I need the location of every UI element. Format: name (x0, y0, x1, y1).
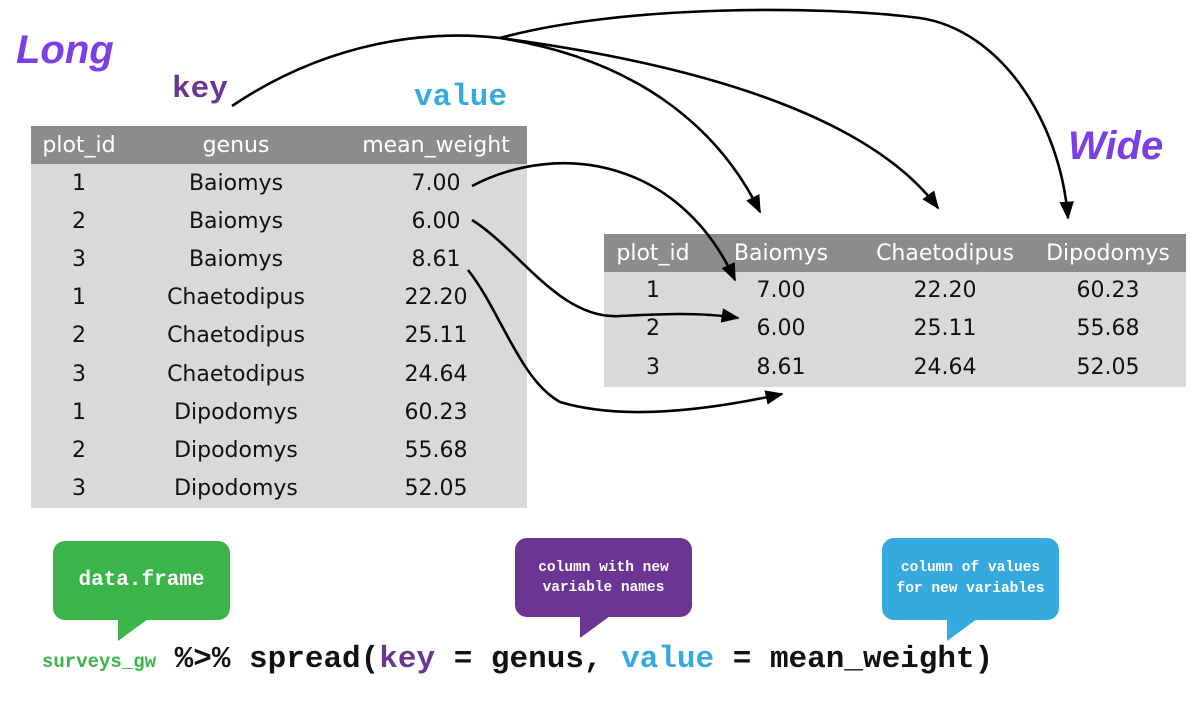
wide-header-plot-id: plot_id (604, 234, 702, 272)
cell-genus: Baiomys (127, 202, 345, 241)
cell-baiomys: 6.00 (702, 309, 860, 347)
cell-genus: Baiomys (127, 240, 345, 279)
cell-chaetodipus: 24.64 (860, 347, 1030, 387)
cell-plot-id: 2 (31, 316, 127, 355)
value-description-bubble: column of values for new variables (882, 538, 1059, 620)
code-value-keyword: value (621, 642, 715, 677)
code-pipe: %>% (156, 642, 250, 677)
cell-plot-id: 3 (31, 469, 127, 508)
cell-genus: Chaetodipus (127, 278, 345, 317)
wide-header-chaetodipus: Chaetodipus (860, 234, 1030, 272)
cell-plot-id: 1 (31, 278, 127, 317)
cell-genus: Dipodomys (127, 469, 345, 508)
cell-genus: Chaetodipus (127, 354, 345, 394)
long-header-mean-weight: mean_weight (345, 126, 527, 164)
cell-mean-weight: 52.05 (345, 469, 527, 508)
code-function-open: spread( (249, 642, 380, 677)
cell-plot-id: 1 (604, 272, 702, 310)
cell-chaetodipus: 22.20 (860, 272, 1030, 310)
key-to-dipodomys-header-arrow (499, 8, 1074, 220)
key-to-chaetodipus-header-arrow (499, 36, 940, 210)
cell-mean-weight: 25.11 (345, 316, 527, 355)
cell-genus: Chaetodipus (127, 316, 345, 355)
cell-plot-id: 3 (604, 347, 702, 387)
cell-mean-weight: 55.68 (345, 431, 527, 470)
cell-plot-id: 1 (31, 164, 127, 203)
key-description-bubble: column with new variable names (515, 538, 692, 617)
wide-title: Wide (1068, 124, 1164, 168)
cell-mean-weight: 22.20 (345, 278, 527, 317)
long-header-genus: genus (127, 126, 345, 164)
cell-plot-id: 2 (604, 309, 702, 347)
cell-dipodomys: 60.23 (1030, 272, 1186, 310)
long-title: Long (16, 28, 114, 72)
cell-genus: Dipodomys (127, 431, 345, 470)
value-description-bubble-tail (947, 619, 977, 641)
cell-plot-id: 1 (31, 393, 127, 432)
key-description-bubble-tail (580, 616, 610, 638)
cell-plot-id: 3 (31, 354, 127, 394)
long-table-header-row: plot_id genus mean_weight (31, 126, 527, 164)
value-label: value (414, 80, 508, 115)
wide-header-baiomys: Baiomys (702, 234, 860, 272)
cell-genus: Baiomys (127, 164, 345, 203)
data-frame-bubble-tail (118, 619, 148, 641)
cell-plot-id: 2 (31, 431, 127, 470)
cell-baiomys: 8.61 (702, 347, 860, 387)
cell-chaetodipus: 25.11 (860, 309, 1030, 347)
wide-table-header-row: plot_id Baiomys Chaetodipus Dipodomys (604, 234, 1186, 272)
cell-mean-weight: 60.23 (345, 393, 527, 432)
code-dataframe-name: surveys_gw (42, 651, 157, 673)
cell-plot-id: 2 (31, 202, 127, 241)
code-value-assignment: = mean_weight) (714, 642, 994, 677)
cell-mean-weight: 6.00 (345, 202, 527, 241)
cell-dipodomys: 52.05 (1030, 347, 1186, 387)
cell-mean-weight: 24.64 (345, 354, 527, 394)
code-line: surveys_gw %>% spread(key = genus, value… (42, 642, 993, 677)
code-key-assignment: = genus, (435, 642, 622, 677)
wide-header-dipodomys: Dipodomys (1030, 234, 1186, 272)
cell-mean-weight: 7.00 (345, 164, 527, 203)
cell-mean-weight: 8.61 (345, 240, 527, 279)
cell-baiomys: 7.00 (702, 272, 860, 310)
long-header-plot-id: plot_id (31, 126, 127, 164)
key-label: key (172, 72, 228, 107)
cell-genus: Dipodomys (127, 393, 345, 432)
data-frame-bubble: data.frame (53, 541, 230, 620)
key-to-baiomys-header-arrow (499, 36, 762, 214)
cell-dipodomys: 55.68 (1030, 309, 1186, 347)
code-key-keyword: key (379, 642, 436, 677)
cell-plot-id: 3 (31, 240, 127, 279)
